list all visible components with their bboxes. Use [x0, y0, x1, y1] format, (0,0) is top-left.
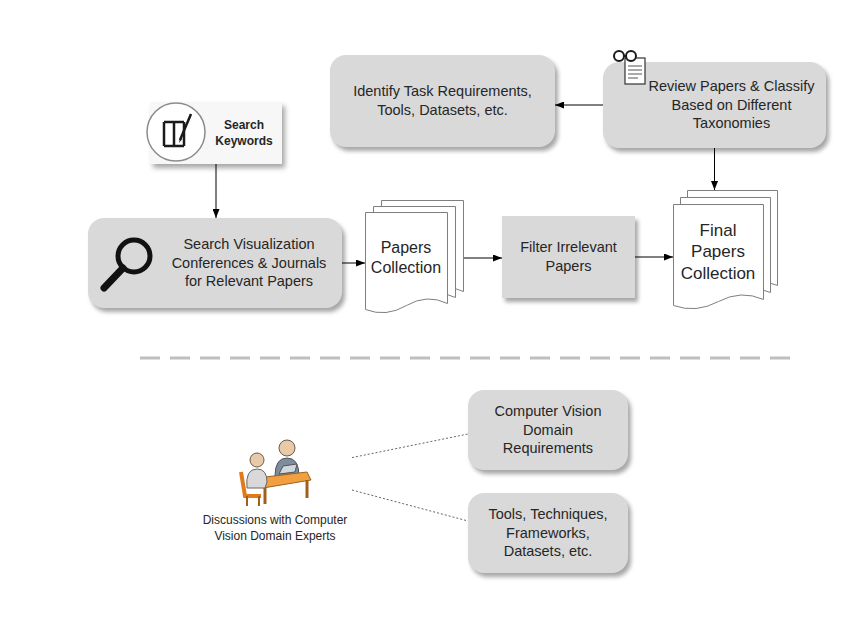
- node-label: Papers Collection: [369, 216, 443, 300]
- document-stack: Final Papers Collection: [673, 190, 777, 312]
- flow-arrow: [555, 105, 603, 106]
- section-separator: [140, 357, 798, 360]
- expert-discussion: Discussions with Computer Vision Domain …: [198, 436, 352, 556]
- flow-arrow: [714, 148, 715, 190]
- requirement-box: Tools, Techniques, Frameworks, Datasets,…: [468, 493, 628, 573]
- process-box: Review Papers & Classify Based on Differ…: [603, 62, 826, 148]
- flow-arrow: [216, 164, 217, 218]
- node-label: Search Keywords: [212, 117, 276, 149]
- process-box: Filter Irrelevant Papers: [502, 216, 635, 298]
- dotted-link: [352, 434, 468, 458]
- process-box: Identify Task Requirements, Tools, Datas…: [330, 55, 555, 147]
- keyword-box: Search Keywords: [150, 102, 282, 164]
- flow-arrow: [635, 257, 673, 258]
- flow-arrow: [463, 258, 502, 259]
- document-pages: [365, 200, 463, 316]
- node-label: Final Papers Collection: [677, 208, 759, 296]
- keyword-icon: [144, 100, 208, 164]
- people-icon: [235, 436, 315, 508]
- node-label: Computer Vision Domain Requirements: [478, 402, 618, 459]
- magnifier-icon: [98, 232, 160, 294]
- document-stack: Papers Collection: [365, 200, 463, 316]
- node-label: Filter Irrelevant Papers: [512, 238, 625, 276]
- node-label: Identify Task Requirements, Tools, Datas…: [340, 82, 545, 120]
- node-caption: Discussions with Computer Vision Domain …: [198, 512, 352, 544]
- node-label: Search Visualization Conferences & Journ…: [166, 235, 332, 292]
- node-label: Review Papers & Classify Based on Differ…: [647, 77, 816, 134]
- node-label: Tools, Techniques, Frameworks, Datasets,…: [478, 505, 618, 562]
- review-icon: [611, 48, 651, 90]
- process-box: Search Visualization Conferences & Journ…: [88, 218, 342, 308]
- flow-arrow: [342, 263, 365, 264]
- dotted-link: [352, 490, 468, 521]
- requirement-box: Computer Vision Domain Requirements: [468, 390, 628, 470]
